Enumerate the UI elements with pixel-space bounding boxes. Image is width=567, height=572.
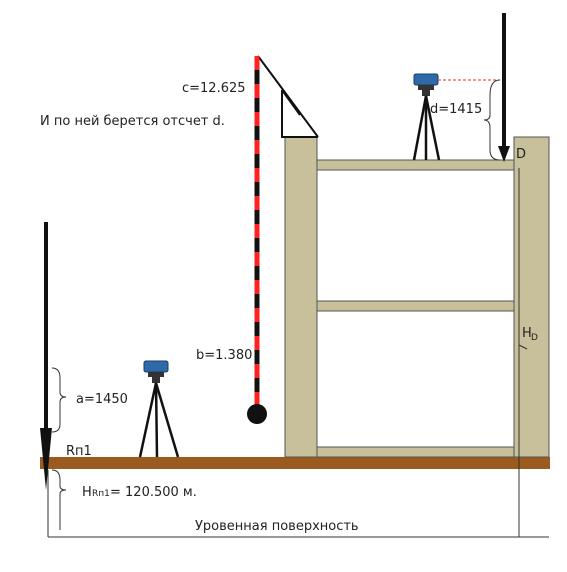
plumb-bob	[247, 404, 267, 424]
building-right-column	[513, 136, 550, 458]
note-label: И по ней берется отсчет d.	[40, 114, 225, 129]
d-bracket	[483, 79, 501, 161]
building	[284, 136, 550, 458]
hd-subscript: D	[531, 333, 538, 343]
b-reading-label: b=1.380	[196, 348, 252, 363]
hrp1-bracket	[51, 469, 67, 530]
lower-level-instrument-icon	[138, 360, 180, 458]
hd-label: H	[522, 326, 532, 341]
floor-bottom	[316, 446, 515, 458]
a-bracket	[51, 367, 67, 433]
point-d-label: D	[516, 147, 526, 162]
level-surface-label: Уровенная поверхность	[195, 519, 359, 534]
h-rp1-value: = 120.500 м.	[110, 485, 197, 500]
staff-bracket	[257, 55, 319, 138]
rp1-label: Rп1	[66, 444, 92, 459]
levelling-staff-icon	[247, 56, 267, 424]
hd-tick	[518, 344, 528, 350]
h-rp1-label: H	[82, 485, 92, 500]
c-reading-label: c=12.625	[182, 81, 246, 96]
h-rp1-subscript: Rп1	[92, 489, 110, 499]
top-rod	[498, 13, 510, 162]
benchmark-arrow-icon	[40, 222, 52, 490]
floor-middle	[316, 300, 515, 312]
a-reading-label: a=1450	[76, 392, 128, 407]
building-left-column	[284, 136, 318, 458]
d-reading-label: d=1415	[430, 102, 482, 117]
floor-top	[316, 159, 515, 171]
upper-level-instrument-icon	[412, 73, 441, 161]
ground	[40, 457, 550, 469]
